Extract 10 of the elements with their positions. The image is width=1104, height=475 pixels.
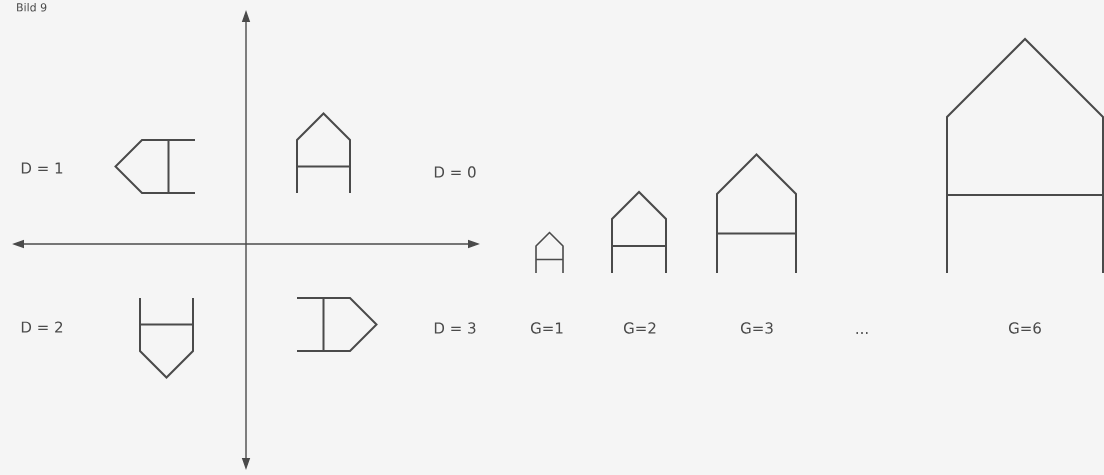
label: ... xyxy=(856,332,868,334)
label: D = 1 xyxy=(21,162,63,174)
label: G=6 xyxy=(1009,322,1041,334)
label: G=2 xyxy=(624,322,656,334)
label: D = 3 xyxy=(434,322,476,334)
label: D = 2 xyxy=(21,321,63,333)
label: D = 0 xyxy=(434,166,476,178)
label: G=3 xyxy=(741,322,773,334)
label: G=1 xyxy=(531,322,563,334)
figure-title: Bild 9 xyxy=(17,3,47,12)
